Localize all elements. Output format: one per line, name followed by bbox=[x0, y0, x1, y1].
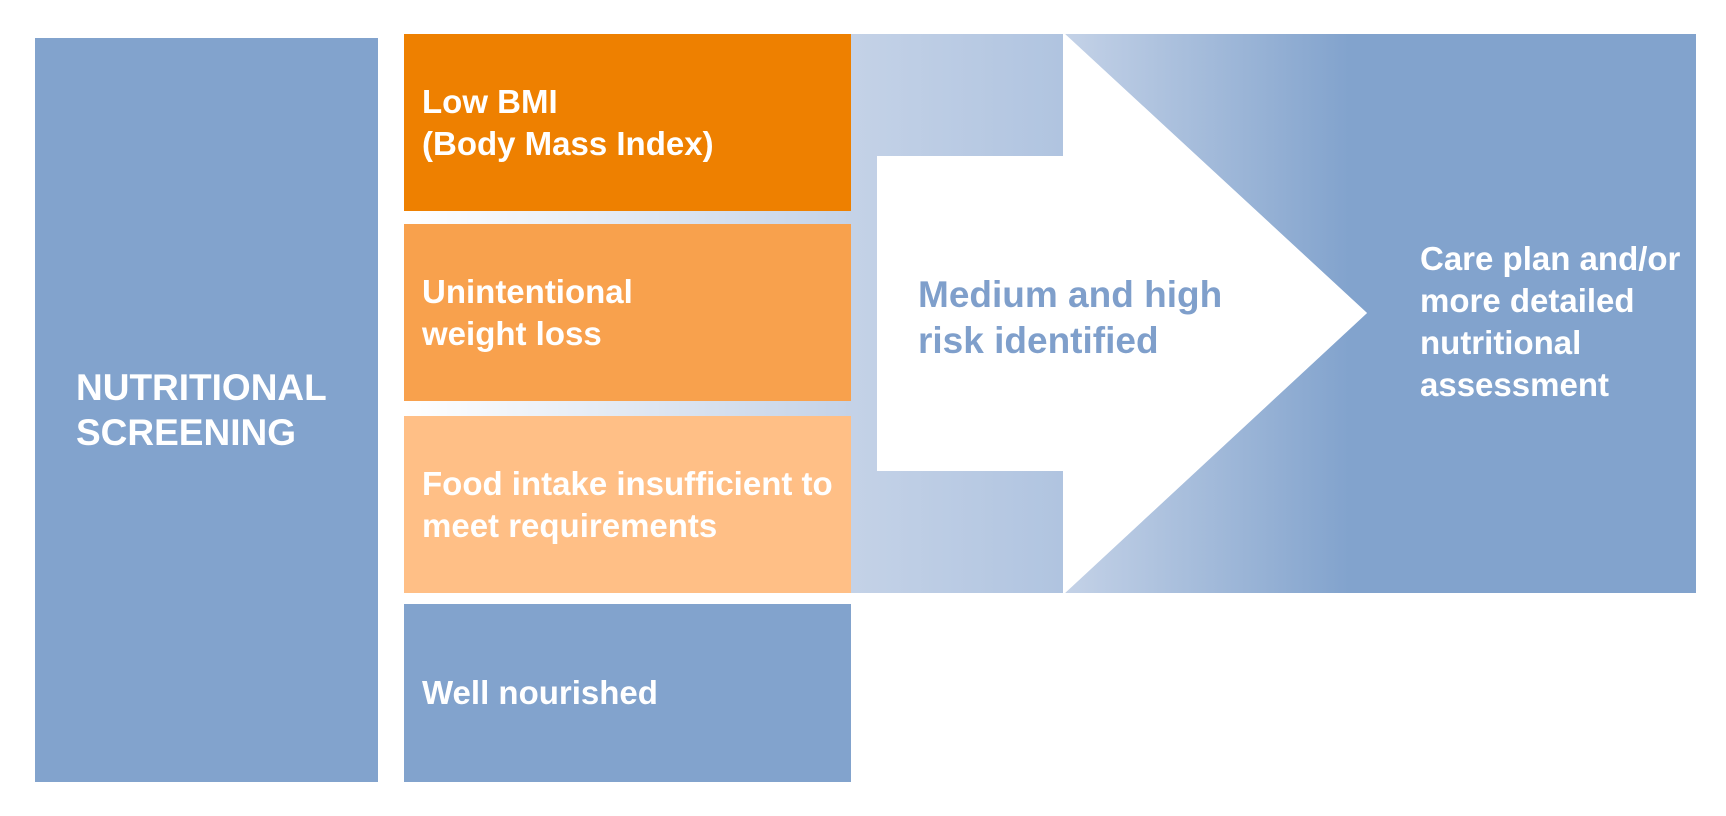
flow-arrow-graphic bbox=[851, 34, 1696, 593]
weight-loss-label: Unintentional weight loss bbox=[422, 272, 633, 352]
flow-right-band bbox=[1065, 34, 1696, 593]
weight-loss-box: Unintentional weight loss bbox=[404, 224, 851, 401]
well-nourished-box: Well nourished bbox=[404, 604, 851, 782]
food-intake-label: Food intake insufficient to meet require… bbox=[422, 464, 833, 544]
arrow-shape bbox=[877, 34, 1367, 593]
separator bbox=[404, 211, 851, 224]
nutritional-screening-box: NUTRITIONAL SCREENING bbox=[35, 38, 378, 782]
nutritional-screening-label: NUTRITIONAL SCREENING bbox=[76, 367, 327, 453]
care-plan-label: Care plan and/or more detailed nutrition… bbox=[1420, 240, 1681, 403]
low-bmi-label: Low BMI (Body Mass Index) bbox=[422, 82, 714, 162]
food-intake-box: Food intake insufficient to meet require… bbox=[404, 416, 851, 593]
low-bmi-box: Low BMI (Body Mass Index) bbox=[404, 34, 851, 211]
risk-identified-label: Medium and high risk identified bbox=[918, 274, 1223, 361]
separator bbox=[404, 401, 851, 416]
well-nourished-label: Well nourished bbox=[422, 674, 658, 711]
